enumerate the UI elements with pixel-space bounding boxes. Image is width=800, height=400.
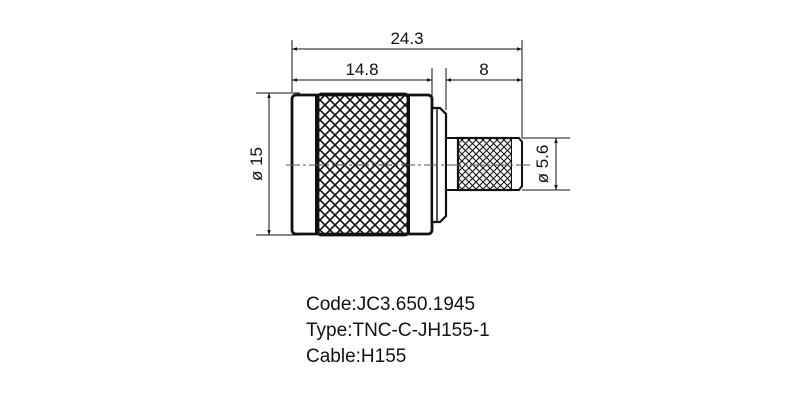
crimp-knurl xyxy=(456,136,514,192)
dimension-lines xyxy=(267,47,558,235)
crimp-diameter-label: ø 5.6 xyxy=(533,145,552,184)
body-diameter-label: ø 15 xyxy=(247,147,266,181)
overall-length-label: 24.3 xyxy=(390,29,423,48)
spec-type: Type:TNC-C-JH155-1 xyxy=(306,320,490,341)
spec-cable: Cable:H155 xyxy=(306,346,407,367)
extension-lines xyxy=(256,40,570,236)
body-length-label: 14.8 xyxy=(345,60,378,79)
spec-code: Code:JC3.650.1945 xyxy=(306,294,476,315)
crimp-length-label: 8 xyxy=(479,60,488,79)
